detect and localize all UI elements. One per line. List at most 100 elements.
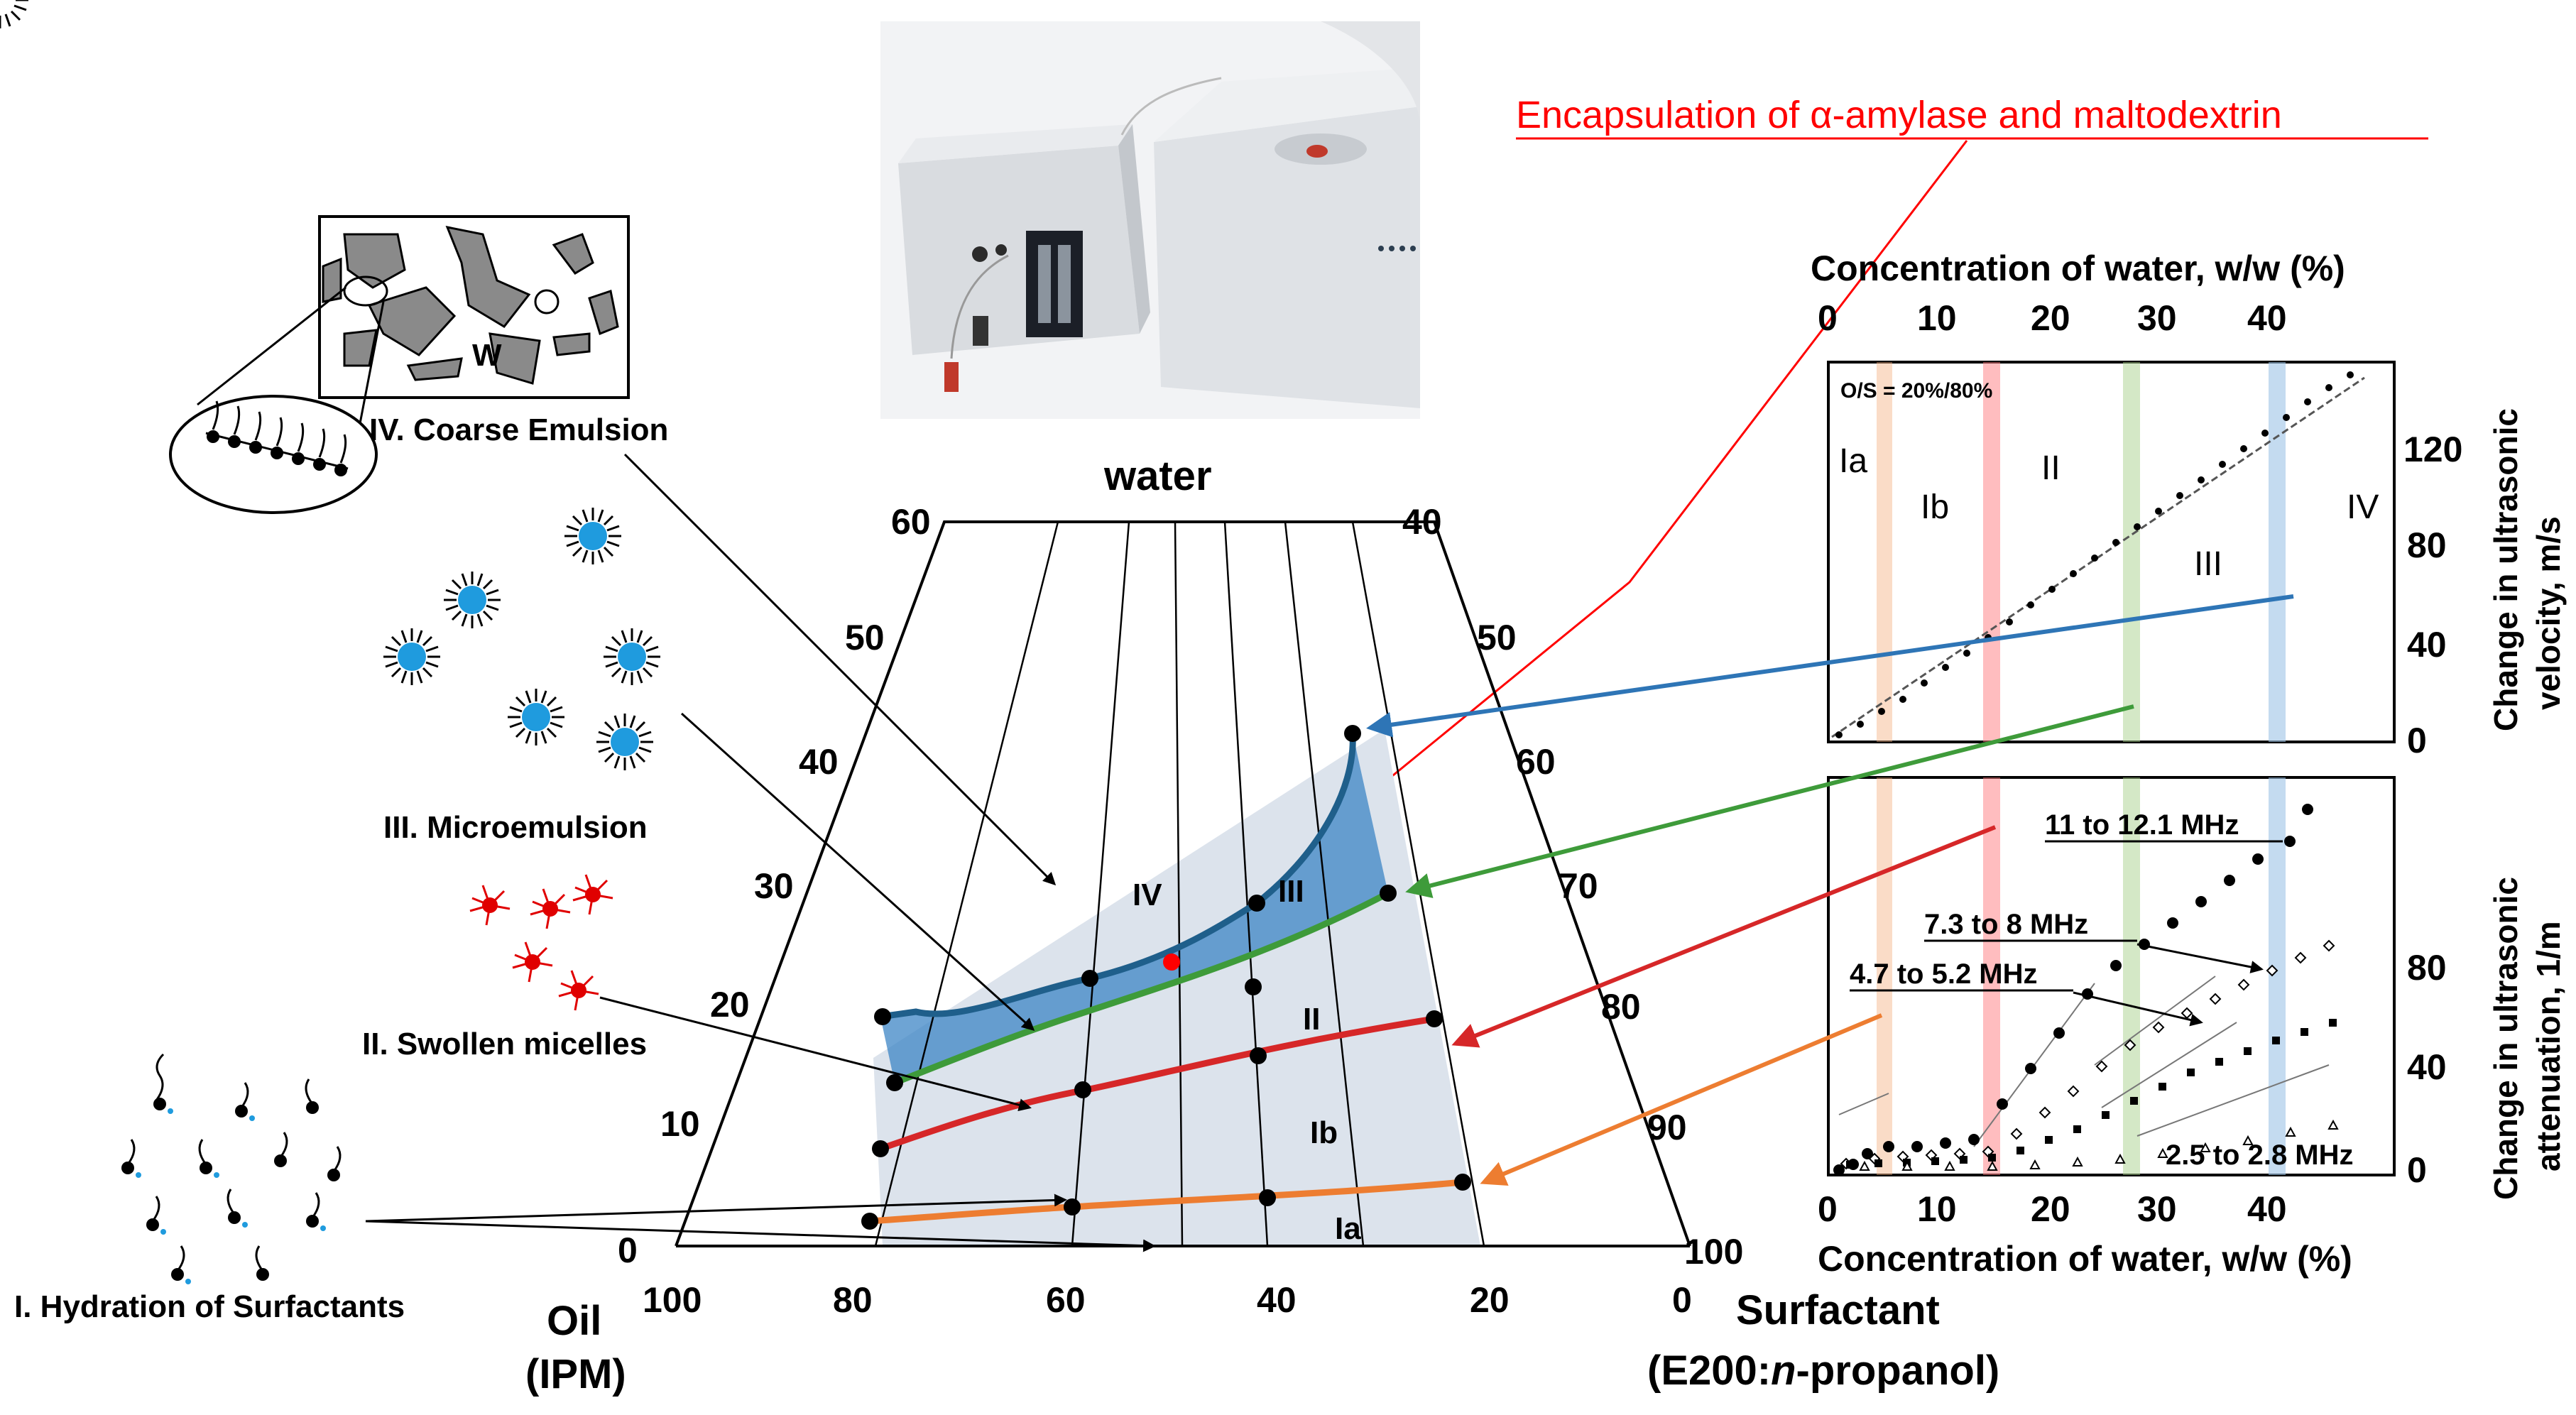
water-droplet-label: W bbox=[472, 338, 502, 373]
boundary-Ib-Ia bbox=[869, 1179, 1463, 1225]
svg-text:10: 10 bbox=[1917, 1189, 1957, 1229]
region-label-Ib: Ib bbox=[1310, 1115, 1338, 1150]
region-label-III: III bbox=[1278, 874, 1304, 909]
svg-text:40: 40 bbox=[799, 742, 839, 782]
oil-sub-label: (IPM) bbox=[525, 1351, 626, 1397]
svg-text:80: 80 bbox=[833, 1280, 873, 1320]
microemulsion-label: III. Microemulsion bbox=[383, 810, 648, 845]
orange-connector bbox=[1480, 1013, 1883, 1186]
microemulsion-illustration: III. Microemulsion bbox=[0, 0, 662, 845]
velocity-chart: O/S = 20%/80% Ia Ib II III IV Concentrat… bbox=[1811, 248, 2567, 760]
velocity-points bbox=[1835, 371, 2354, 738]
region-upper-fill bbox=[880, 733, 1388, 1083]
right-ticks: 40 50 60 70 80 90 100 bbox=[1402, 502, 1743, 1272]
svg-text:20: 20 bbox=[1470, 1280, 1510, 1320]
bottom-ticks: 100 80 60 40 20 0 bbox=[643, 1280, 1692, 1320]
red-connector bbox=[1451, 825, 1997, 1048]
svg-text:7.3 to 8 MHz: 7.3 to 8 MHz bbox=[1924, 909, 2088, 940]
frequency-labels: 11 to 12.1 MHz 7.3 to 8 MHz 4.7 to 5.2 M… bbox=[1850, 809, 2354, 1171]
oil-label: Oil bbox=[547, 1298, 601, 1344]
svg-text:60: 60 bbox=[1046, 1280, 1086, 1320]
swollen-micelles-illustration: II. Swollen micelles bbox=[362, 874, 647, 1061]
surfactant-sub-label: (E200:n-propanol) bbox=[1647, 1348, 1999, 1394]
svg-text:0: 0 bbox=[618, 1230, 638, 1270]
triangle-frame bbox=[675, 520, 1691, 1247]
svg-text:40: 40 bbox=[1257, 1280, 1297, 1320]
svg-text:0: 0 bbox=[1818, 298, 1838, 338]
attenuation-series-11mhz bbox=[1833, 804, 2313, 1176]
svg-text:60: 60 bbox=[1516, 742, 1556, 782]
bottom-chart-xlabel: Concentration of water, w/w (%) bbox=[1818, 1239, 2352, 1279]
phase-diagram: IV III II Ib Ia water Oil (IPM) Surfacta… bbox=[525, 453, 1999, 1397]
svg-text:Ia: Ia bbox=[1839, 442, 1867, 480]
svg-text:III: III bbox=[2194, 545, 2222, 583]
connector-arrows bbox=[1366, 594, 2294, 1186]
bottom-chart-ylabel-1: Change in ultrasonic bbox=[2487, 877, 2524, 1200]
top-chart-xlabel: Concentration of water, w/w (%) bbox=[1811, 248, 2345, 288]
svg-text:50: 50 bbox=[1477, 618, 1517, 657]
svg-text:Encapsulation of α-amylase and: Encapsulation of α-amylase and maltodext… bbox=[1516, 94, 2282, 136]
svg-text:10: 10 bbox=[660, 1104, 700, 1144]
svg-text:II: II bbox=[2041, 449, 2061, 487]
svg-text:120: 120 bbox=[2403, 430, 2462, 469]
os-ratio-note: O/S = 20%/80% bbox=[1840, 379, 1992, 403]
attenuation-chart: 11 to 12.1 MHz 7.3 to 8 MHz 4.7 to 5.2 M… bbox=[1818, 776, 2567, 1279]
svg-text:100: 100 bbox=[1684, 1232, 1743, 1272]
region-label-II: II bbox=[1303, 1002, 1320, 1037]
hydration-label: I. Hydration of Surfactants bbox=[14, 1289, 405, 1324]
boundary-III-II bbox=[893, 890, 1390, 1086]
blue-connector bbox=[1366, 594, 2294, 738]
svg-text:30: 30 bbox=[2137, 1189, 2177, 1229]
region-light-fill bbox=[873, 729, 1480, 1246]
encapsulation-point bbox=[1163, 954, 1180, 971]
hydration-illustration: I. Hydration of Surfactants bbox=[14, 1053, 405, 1324]
svg-text:0: 0 bbox=[2407, 721, 2427, 760]
instrument-photo bbox=[880, 21, 1420, 419]
bottom-chart-xticks: 0 10 20 30 40 bbox=[1818, 1189, 2287, 1229]
structure-pointer-arrows bbox=[365, 453, 1156, 1252]
boundary-II-Ib bbox=[879, 1015, 1435, 1152]
surfactant-label: Surfactant bbox=[1736, 1287, 1940, 1333]
svg-text:70: 70 bbox=[1559, 866, 1598, 906]
top-chart-ylabel-1: Change in ultrasonic bbox=[2487, 408, 2524, 731]
svg-text:11 to 12.1 MHz: 11 to 12.1 MHz bbox=[2045, 809, 2239, 841]
phase-points bbox=[861, 725, 1471, 1230]
attenuation-series-2mhz bbox=[1859, 1119, 2339, 1171]
svg-text:40: 40 bbox=[2247, 1189, 2287, 1229]
svg-text:40: 40 bbox=[2247, 298, 2287, 338]
region-label-IV: IV bbox=[1133, 878, 1162, 912]
svg-text:Ib: Ib bbox=[1921, 488, 1949, 526]
svg-text:90: 90 bbox=[1647, 1108, 1687, 1147]
svg-text:10: 10 bbox=[1917, 298, 1957, 338]
encapsulation-title: Encapsulation of α-amylase and maltodext… bbox=[1162, 94, 2428, 963]
svg-text:30: 30 bbox=[754, 866, 794, 906]
region-label-Ia: Ia bbox=[1335, 1211, 1361, 1246]
svg-text:100: 100 bbox=[643, 1280, 702, 1320]
top-chart-ylabel-2: velocity, m/s bbox=[2530, 516, 2567, 710]
svg-text:2.5 to 2.8 MHz: 2.5 to 2.8 MHz bbox=[2166, 1140, 2354, 1171]
svg-text:0: 0 bbox=[1672, 1280, 1692, 1320]
coarse-emulsion-label: IV. Coarse Emulsion bbox=[369, 413, 668, 447]
apex-label: water bbox=[1103, 453, 1212, 499]
svg-text:20: 20 bbox=[710, 985, 750, 1025]
green-connector bbox=[1405, 704, 2134, 899]
tie-lines bbox=[874, 521, 1485, 1247]
svg-text:80: 80 bbox=[2407, 948, 2447, 988]
svg-text:50: 50 bbox=[845, 618, 885, 657]
svg-text:0: 0 bbox=[1818, 1189, 1838, 1229]
bottom-chart-ylabel-2: attenuation, 1/m bbox=[2530, 921, 2567, 1171]
svg-text:20: 20 bbox=[2031, 298, 2070, 338]
svg-text:60: 60 bbox=[891, 502, 931, 542]
svg-text:40: 40 bbox=[2407, 1047, 2447, 1087]
left-ticks: 0 10 20 30 40 50 60 bbox=[618, 502, 931, 1270]
svg-text:20: 20 bbox=[2031, 1189, 2070, 1229]
svg-text:80: 80 bbox=[1601, 987, 1641, 1027]
svg-text:40: 40 bbox=[1402, 502, 1442, 542]
svg-text:30: 30 bbox=[2137, 298, 2177, 338]
svg-text:IV: IV bbox=[2347, 488, 2379, 526]
svg-text:80: 80 bbox=[2407, 525, 2447, 565]
svg-text:4.7 to 5.2 MHz: 4.7 to 5.2 MHz bbox=[1850, 958, 2038, 990]
svg-text:0: 0 bbox=[2407, 1150, 2427, 1190]
svg-text:40: 40 bbox=[2407, 625, 2447, 665]
